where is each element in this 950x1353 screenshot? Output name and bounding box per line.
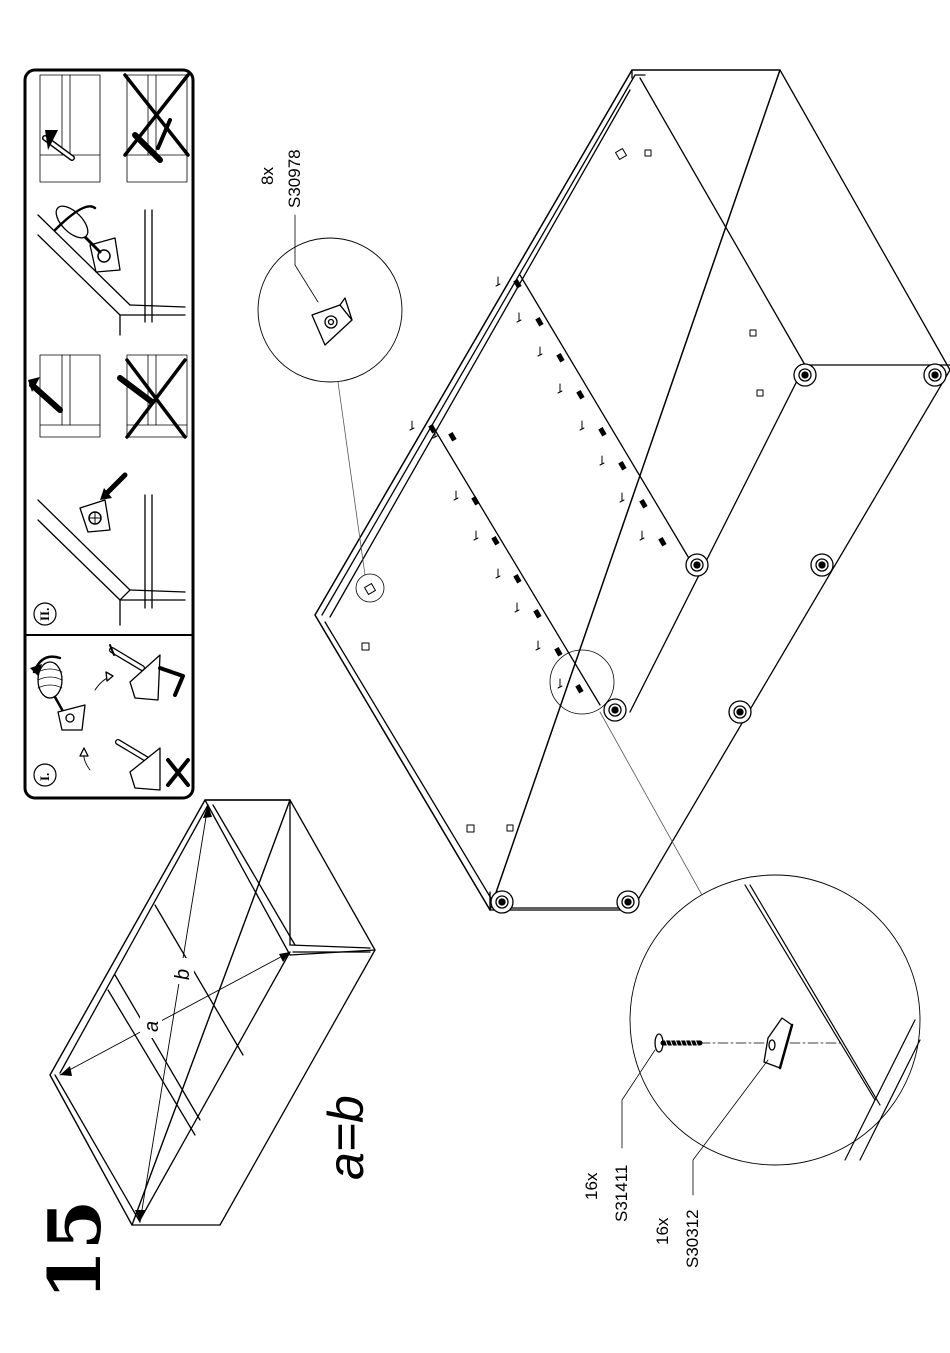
screwdriver-icon (51, 201, 100, 252)
arrow-icon (80, 672, 113, 770)
foot-glide (811, 554, 833, 576)
detail-screw-callout: 16x S31411 16x S30312 (582, 712, 920, 1268)
corner-bracket-icon (312, 298, 352, 345)
screw-icon (110, 645, 142, 668)
wrong-side-view (125, 75, 188, 182)
screwdriver-icon (30, 657, 65, 715)
wrong-cross-icon (125, 75, 188, 155)
part-code: S30312 (683, 1209, 702, 1268)
foot-glide (604, 699, 626, 721)
part-code: S31411 (612, 1165, 631, 1222)
foot-glide (686, 554, 708, 576)
cabinet-drawing (315, 70, 950, 913)
diagonal-a-label: a (141, 1021, 163, 1032)
correct-check-icon (160, 668, 183, 695)
foot-glide (729, 701, 751, 723)
bracket-placement-drawing (38, 475, 185, 625)
foot-glide (794, 364, 816, 386)
screw-icon (655, 1034, 840, 1052)
correct-side-view (40, 75, 100, 182)
corner-bracket-icon (362, 149, 763, 832)
diagonal-check-equation: a=b (318, 1095, 374, 1180)
part-qty: 16x (653, 1217, 672, 1245)
foot-glide (924, 364, 946, 386)
correct-side-view (28, 355, 100, 437)
wrong-side-view (120, 355, 187, 437)
part-qty: 8x (258, 167, 277, 185)
section-ii-label: II. (37, 608, 52, 621)
step-number-text: 15 (32, 1200, 117, 1300)
panel-section-i: I. (30, 645, 188, 790)
shelf-fastener-row (496, 277, 667, 546)
part-code: S30978 (285, 149, 304, 208)
detail-bracket-callout: 8x S30978 (258, 149, 402, 575)
shelf-fastener-row (410, 421, 584, 693)
arrow-icon (100, 475, 125, 500)
foot-glide (491, 891, 513, 913)
panel-section-ii: II. (28, 75, 188, 625)
foot-glide (617, 891, 639, 913)
screw-icon (28, 377, 60, 410)
screw-icon (45, 130, 72, 158)
diagonal-b-label: b (172, 969, 194, 980)
part-qty: 16x (582, 1172, 601, 1200)
wrong-cross-icon (168, 760, 188, 785)
screw-icon (118, 742, 148, 760)
step-number: 15 (32, 1200, 117, 1300)
section-i-label: I. (37, 773, 52, 781)
equation-label: a=b (318, 1095, 374, 1180)
instruction-panel: I. (25, 70, 193, 798)
bracket-fixing-drawing (38, 201, 185, 335)
mounting-plate-icon (764, 1018, 792, 1068)
